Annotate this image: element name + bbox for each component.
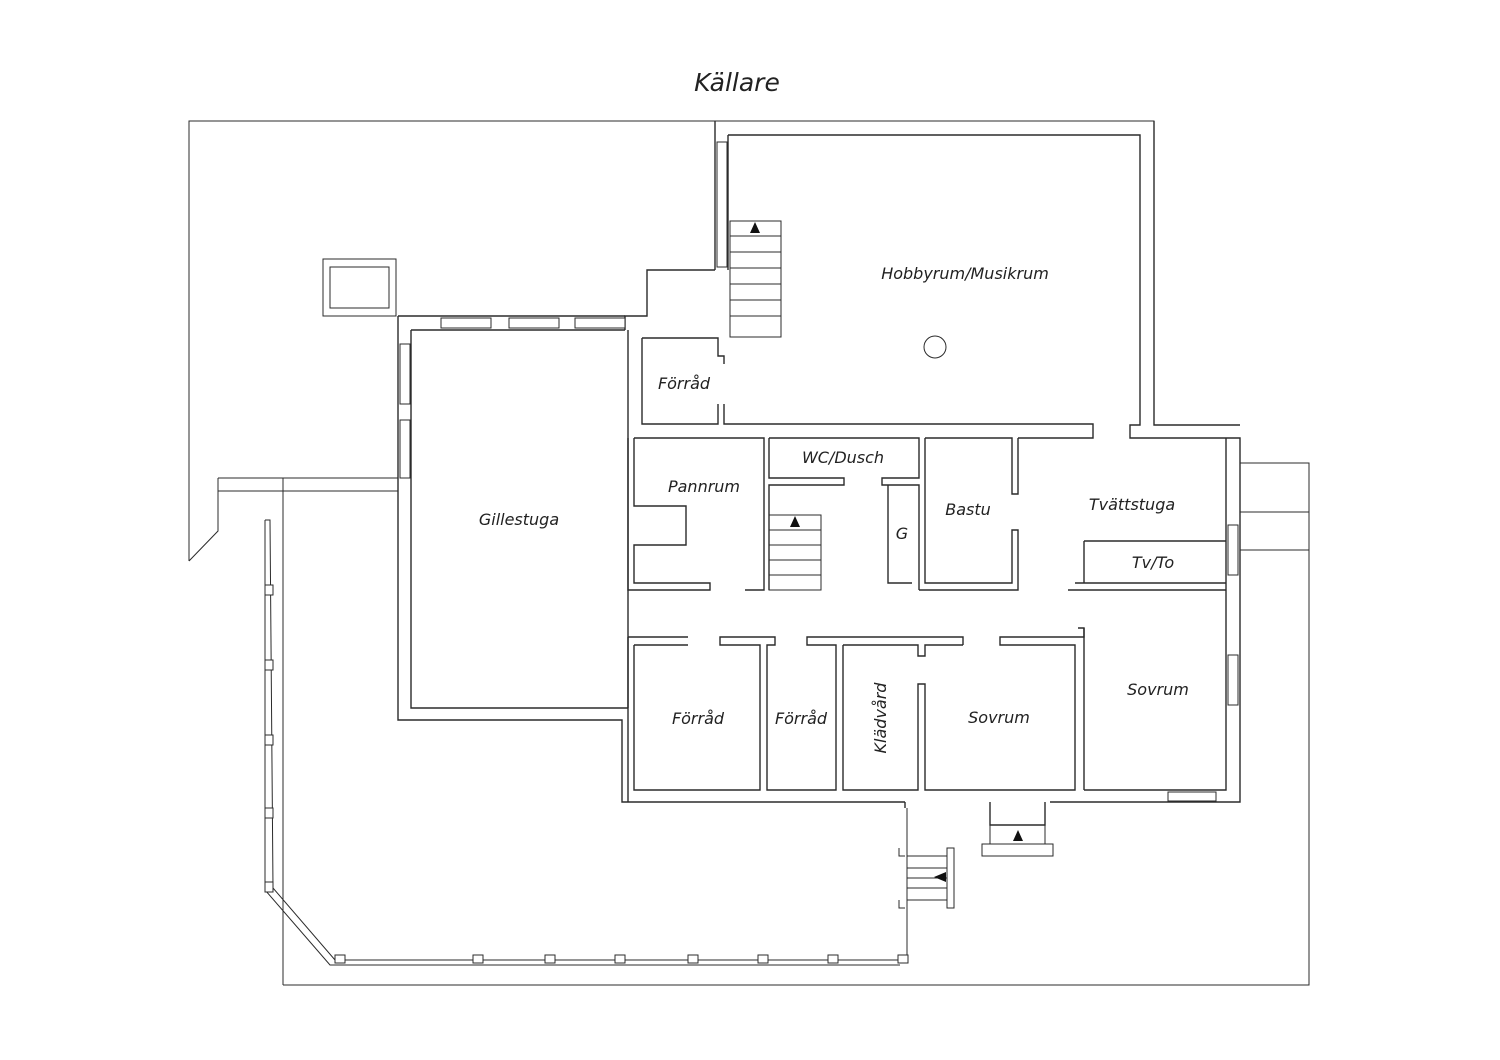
room-label-tvattstuga: Tvättstuga <box>1089 495 1175 514</box>
room-label-pannrum: Pannrum <box>668 477 740 496</box>
stairs-side <box>898 847 955 909</box>
room-label-forrad-1: Förråd <box>672 709 725 728</box>
arrow-up-icon <box>790 516 800 527</box>
interior-walls <box>627 337 1226 802</box>
patio <box>264 519 909 966</box>
column-circle <box>923 335 947 359</box>
room-label-forrad-2: Förråd <box>775 709 828 728</box>
room-label-g: G <box>896 524 908 543</box>
room-label-forrad-top: Förråd <box>658 374 711 393</box>
light-well <box>322 258 397 317</box>
windows <box>399 141 1239 802</box>
stairs-central <box>768 514 822 591</box>
stairs-entrance <box>981 824 1054 857</box>
plan-title: Källare <box>694 68 780 97</box>
room-label-hobbyrum: Hobbyrum/Musikrum <box>881 264 1049 283</box>
arrow-up-icon <box>750 222 760 233</box>
room-label-tv-to: Tv/To <box>1132 553 1174 572</box>
room-label-bastu: Bastu <box>945 500 991 519</box>
room-label-sovrum-2: Sovrum <box>1127 680 1189 699</box>
stairs-hobbyrum <box>729 220 782 338</box>
room-label-gillestuga: Gillestuga <box>479 510 559 529</box>
room-label-wc-dusch: WC/Dusch <box>802 448 884 467</box>
room-label-kladvard: Klädvård <box>871 682 890 754</box>
arrow-up-icon <box>1013 830 1023 841</box>
arrow-left-icon <box>934 872 946 882</box>
room-label-sovrum-1: Sovrum <box>968 708 1030 727</box>
